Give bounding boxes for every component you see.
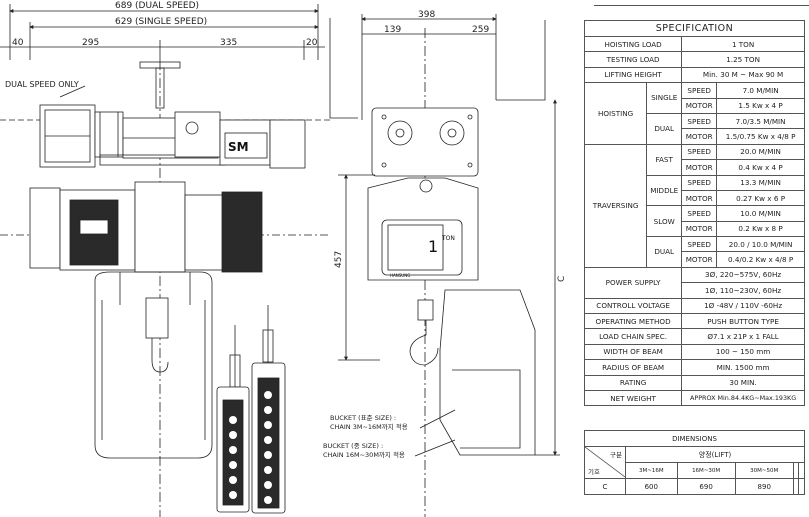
traversing-label: TRAVERSING [583, 143, 648, 268]
dim-single-speed-width: 629 (SINGLE SPEED) [115, 17, 207, 27]
dim-seg-295: 295 [82, 38, 99, 48]
dim-col-3: 30M~50M [734, 462, 794, 479]
hoisting-dual-speed: 7.0/3.5 M/MIN [716, 112, 805, 130]
dim-row-value [798, 478, 805, 495]
dim-col-5 [798, 462, 805, 479]
traversing-middle-speed-key: SPEED [681, 174, 718, 191]
control-voltage-value: 1Ø -48V / 110V -60Hz [681, 297, 805, 315]
lifting-height-value: Min. 30 M ~ Max 90 M [681, 66, 805, 84]
hoisting-dual-label: DUAL [646, 112, 683, 145]
control-voltage-label: CONTROLL VOLTAGE [583, 297, 683, 315]
traversing-fast-speed: 20.0 M/MIN [716, 143, 805, 161]
spec-title: SPECIFICATION [584, 20, 805, 37]
traversing-slow-speed: 10.0 M/MIN [716, 205, 805, 222]
dimensions-group: 양정(LIFT) [625, 446, 805, 463]
traversing-slow-motor: 0.2 Kw x 8 P [716, 220, 805, 238]
testing-load-value: 1.25 TON [681, 51, 805, 68]
title-block-edge [594, 0, 809, 6]
dim-seg-40: 40 [12, 38, 24, 48]
load-chain-label: LOAD CHAIN SPEC. [583, 328, 683, 345]
dim-total-width: 398 [418, 10, 435, 20]
dimensions-title: DIMENSIONS [584, 430, 805, 447]
hoisting-dual-motor-key: MOTOR [681, 128, 718, 145]
nameplate-capacity: 1 [428, 237, 438, 256]
traversing-fast-speed-key: SPEED [681, 143, 718, 161]
beam-radius-label: RADIUS OF BEAM [583, 359, 683, 376]
beam-width-value: 100 ~ 150 mm [681, 343, 805, 361]
corner-diagonal [585, 447, 625, 477]
traversing-middle-motor-key: MOTOR [681, 189, 718, 207]
table-row: C 600 690 890 [584, 478, 805, 495]
traversing-slow-label: SLOW [646, 205, 683, 238]
dim-row-value: 600 [625, 478, 678, 495]
dimensions-corner: 구분 기호 [584, 446, 626, 479]
bucket-medium-line1: BUCKET (중 SIZE) : [323, 442, 383, 450]
dim-row-symbol: C [584, 478, 626, 495]
traversing-middle-speed: 13.3 M/MIN [716, 174, 805, 191]
traversing-dual-speed: 20.0 / 10.0 M/MIN [716, 236, 805, 253]
dim-height-c: C [557, 276, 567, 282]
net-weight-value: APPROX Min.84.4KG~Max.193KG [681, 389, 805, 407]
dual-speed-only-label: DUAL SPEED ONLY [5, 80, 79, 89]
corner-top-label: 구분 [610, 451, 622, 459]
dim-row-value: 690 [676, 478, 736, 495]
power-supply-3phase: 3Ø, 220~575V, 60Hz [681, 266, 805, 284]
traversing-middle-motor: 0.27 Kw x 6 P [716, 189, 805, 207]
rating-value: 30 MIN. [681, 374, 805, 391]
lifting-height-label: LIFTING HEIGHT [583, 66, 683, 84]
hoisting-dual-motor: 1.5/0.75 Kw x 4/8 P [716, 128, 805, 145]
dim-seg-20: 20 [306, 38, 318, 48]
dim-seg-259: 259 [472, 25, 489, 35]
traversing-fast-motor: 0.4 Kw x 4 P [716, 159, 805, 176]
dim-row-value: 890 [734, 478, 794, 495]
load-chain-value: Ø7.1 x 21P x 1 FALL [681, 328, 805, 345]
traversing-dual-speed-key: SPEED [681, 236, 718, 253]
power-supply-1phase: 1Ø, 110~230V, 60Hz [681, 282, 805, 299]
traversing-dual-motor: 0.4/0.2 Kw x 4/8 P [716, 251, 805, 268]
dim-col-1: 3M~16M [625, 462, 678, 479]
nameplate-maker: HANSUNG [390, 273, 410, 278]
rating-label: RATING [583, 374, 683, 391]
hoisting-dual-speed-key: SPEED [681, 112, 718, 130]
dim-seg-139: 139 [384, 25, 401, 35]
hoisting-load-label: HOISTING LOAD [583, 35, 683, 53]
dim-height-457: 457 [334, 251, 344, 268]
bucket-medium-line2: CHAIN 16M~30M까지 적용 [323, 450, 405, 459]
hoisting-load-value: 1 TON [681, 35, 805, 53]
dim-dual-speed-width: 689 (DUAL SPEED) [115, 1, 199, 11]
hoisting-single-motor: 1.5 Kw x 4 P [716, 97, 805, 114]
beam-radius-value: MIN. 1500 mm [681, 359, 805, 376]
dim-col-2: 16M~30M [676, 462, 736, 479]
operating-method-label: OPERATING METHOD [583, 313, 683, 330]
traversing-middle-label: MIDDLE [646, 174, 683, 207]
corner-bottom-label: 기호 [588, 468, 600, 476]
dimensions-table: DIMENSIONS 구분 기호 양정(LIFT) 3M~16M 16M~30M… [584, 430, 805, 495]
pendant-buttons [229, 391, 272, 504]
bucket-standard-line2: CHAIN 3M~16M까지 적용 [330, 422, 408, 431]
power-supply-label: POWER SUPPLY [583, 266, 683, 299]
front-view [329, 14, 560, 517]
traversing-fast-label: FAST [646, 143, 683, 176]
traversing-slow-motor-key: MOTOR [681, 220, 718, 238]
hoisting-single-label: SINGLE [646, 82, 683, 114]
operating-method-value: PUSH BUTTON TYPE [681, 313, 805, 330]
dim-seg-335: 335 [220, 38, 237, 48]
logo: SM [228, 140, 249, 154]
hoisting-label: HOISTING [583, 82, 648, 145]
nameplate-unit: TON [441, 235, 455, 242]
testing-load-label: TESTING LOAD [583, 51, 683, 68]
hoisting-single-speed-key: SPEED [681, 82, 718, 99]
beam-width-label: WIDTH OF BEAM [583, 343, 683, 361]
bucket-standard-line1: BUCKET (표준 SIZE) : [330, 414, 396, 422]
traversing-dual-motor-key: MOTOR [681, 251, 718, 268]
hoisting-single-speed: 7.0 M/MIN [716, 82, 805, 99]
hoisting-single-motor-key: MOTOR [681, 97, 718, 114]
traversing-fast-motor-key: MOTOR [681, 159, 718, 176]
traversing-dual-label: DUAL [646, 236, 683, 268]
traversing-slow-speed-key: SPEED [681, 205, 718, 222]
net-weight-label: NET WEIGHT [583, 389, 683, 407]
side-view [0, 4, 330, 517]
